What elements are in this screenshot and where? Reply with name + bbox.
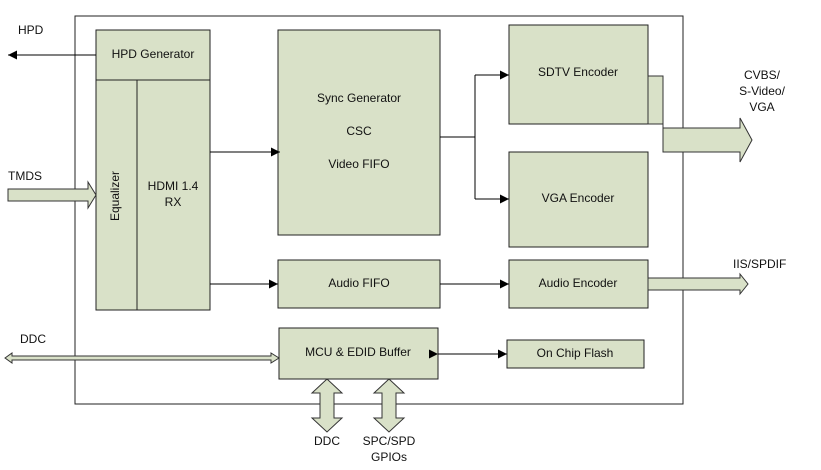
audio-output-arrow [647,272,749,296]
tmds-input-arrow [7,180,97,210]
cvbs-label-line1: CVBS/ [744,68,781,82]
hpd-signal-label: HPD [18,23,44,37]
spc-spd-label: SPC/SPD [363,434,416,448]
hpd-generator-label: HPD Generator [112,47,195,61]
equalizer-block [95,79,138,311]
chip-boundary [74,15,684,405]
ddc-bottom-label: DDC [314,434,340,448]
video-processing-block [277,29,441,236]
on-chip-flash-block [506,339,645,369]
video-output-bus-arrow [647,75,753,163]
vga-encoder-block [508,151,649,248]
gpios-label: GPIOs [371,450,407,464]
mcu-edid-buffer-block [278,327,439,380]
tmds-signal-label: TMDS [8,169,42,183]
vga-encoder-label: VGA Encoder [542,191,615,205]
equalizer-label: Equalizer [108,171,122,221]
sync-generator-label: Sync Generator [317,91,401,105]
video-fifo-label: Video FIFO [328,157,389,171]
audio-encoder-block [508,259,649,309]
gpio-bus-arrow [372,378,406,433]
audio-fifo-label: Audio FIFO [328,276,389,290]
audio-encoder-label: Audio Encoder [539,276,618,290]
cvbs-label-line3: VGA [749,100,774,114]
csc-label: CSC [346,124,372,138]
hdmi-rx-label-line1: HDMI 1.4 [148,179,199,193]
mcu-edid-buffer-label: MCU & EDID Buffer [305,345,411,359]
ddc-bottom-bus-arrow [310,378,344,433]
hdmi-rx-label-line2: RX [165,195,182,209]
cvbs-label-line2: S-Video/ [739,84,785,98]
ddc-left-signal-label: DDC [20,332,46,346]
iis-spdif-label: IIS/SPDIF [733,257,786,271]
hdmi-rx-block [136,79,211,311]
sdtv-encoder-label: SDTV Encoder [538,65,618,79]
ddc-bus-arrow [4,352,280,364]
on-chip-flash-label: On Chip Flash [537,346,614,360]
